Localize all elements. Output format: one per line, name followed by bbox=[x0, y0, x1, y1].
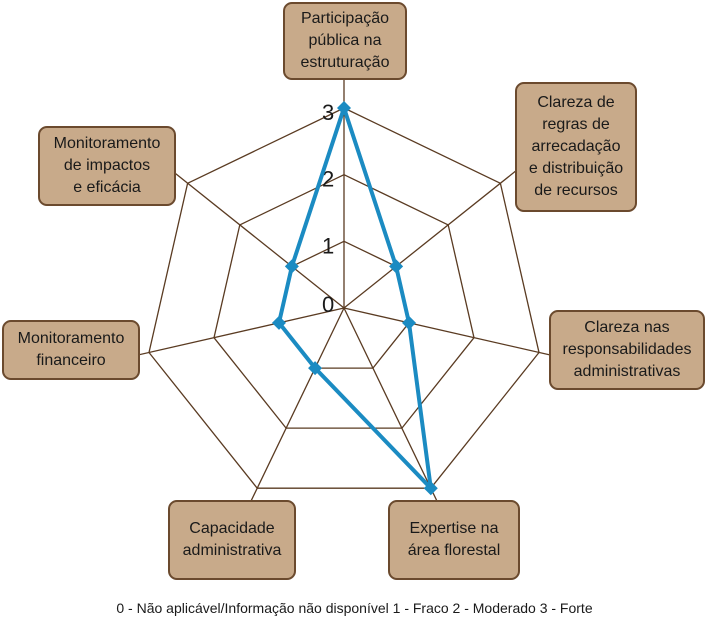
tick-label-1: 1 bbox=[322, 233, 334, 258]
spoke-2 bbox=[343, 307, 563, 359]
series-layer bbox=[272, 101, 438, 496]
data-point-6 bbox=[284, 259, 299, 274]
tick-label-2: 2 bbox=[322, 167, 334, 192]
axis-label-expertise-florestal: Expertise na área florestal bbox=[388, 500, 520, 580]
data-point-4 bbox=[308, 361, 323, 376]
grid-ring-3 bbox=[148, 107, 540, 489]
spoke-3 bbox=[343, 307, 442, 511]
spoke-1 bbox=[343, 167, 520, 309]
data-point-5 bbox=[272, 315, 287, 330]
tick-label-3: 3 bbox=[322, 100, 334, 125]
data-point-1 bbox=[389, 259, 404, 274]
axis-label-participacao-publica: Participação pública na estruturação bbox=[283, 2, 407, 80]
data-point-3 bbox=[423, 481, 438, 496]
axis-label-clareza-responsabilidades: Clareza nas responsabilidades administra… bbox=[549, 310, 705, 390]
axis-label-monitoramento-financeiro: Monitoramento financeiro bbox=[2, 320, 140, 380]
axis-label-clareza-regras-arrecadacao: Clareza de regras de arrecadação e distr… bbox=[515, 82, 637, 212]
data-point-2 bbox=[401, 315, 416, 330]
spoke-4 bbox=[246, 307, 345, 511]
tick-label-0: 0 bbox=[322, 292, 334, 317]
radar-grid bbox=[125, 72, 563, 511]
series-line bbox=[277, 106, 433, 491]
chart-legend: 0 - Não aplicável/Informação não disponí… bbox=[116, 600, 593, 616]
radial-tick-labels: 0 1 2 3 bbox=[322, 100, 334, 317]
axis-label-monitoramento-impactos: Monitoramento de impactos e eficácia bbox=[38, 126, 176, 206]
data-point-0 bbox=[337, 101, 351, 115]
axis-label-capacidade-administrativa: Capacidade administrativa bbox=[168, 500, 296, 580]
spoke-5 bbox=[125, 307, 345, 359]
grid-ring-2 bbox=[213, 173, 475, 429]
spoke-6 bbox=[168, 167, 345, 309]
